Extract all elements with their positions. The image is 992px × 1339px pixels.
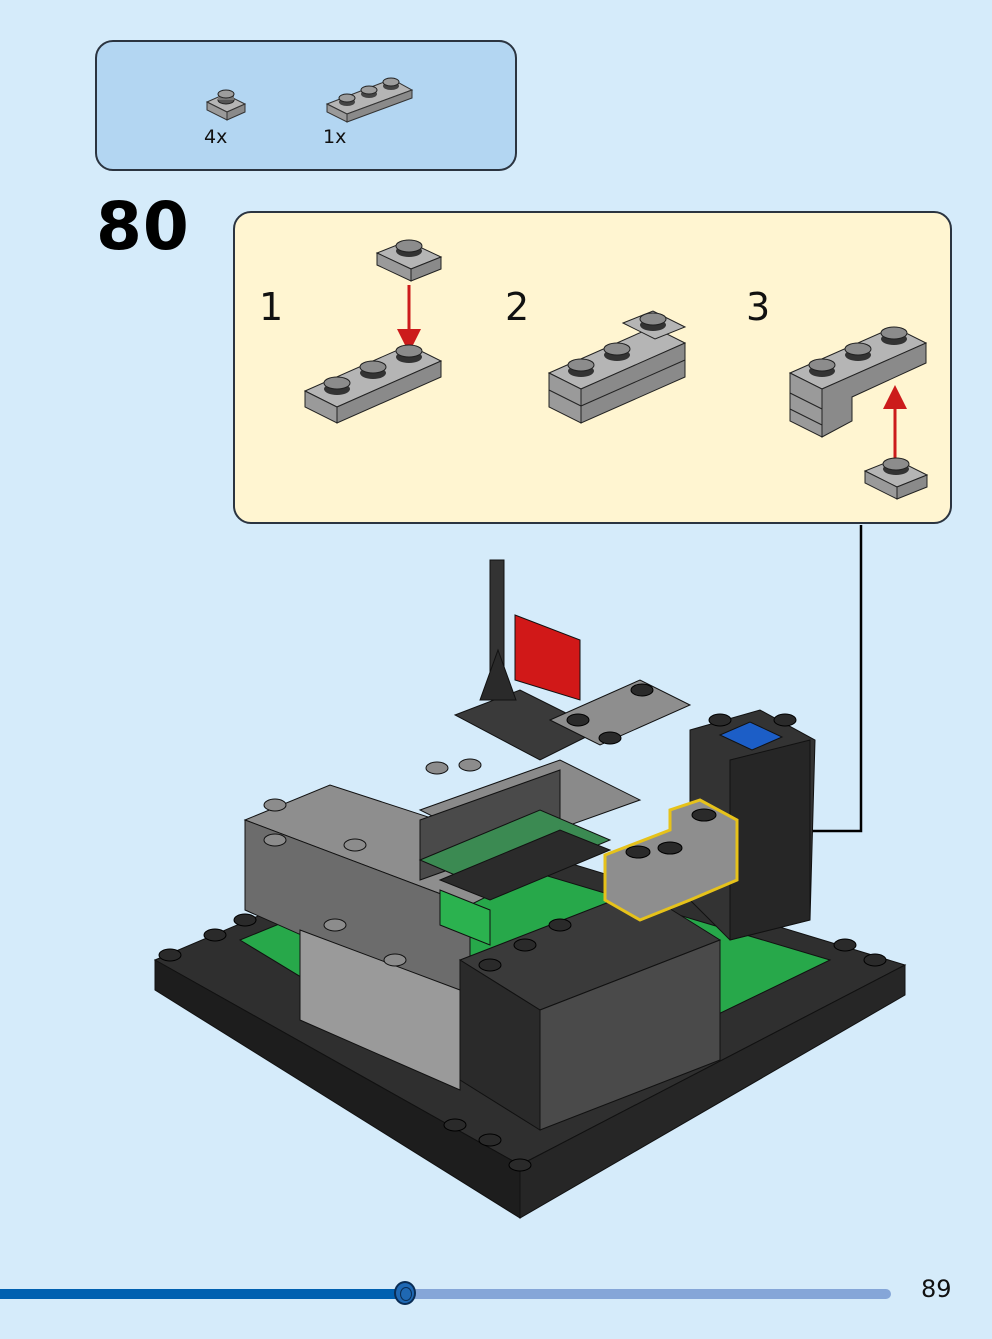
- parts-illustration: [205, 77, 414, 123]
- blue-plate: [718, 721, 784, 751]
- baseplate: [153, 829, 907, 1219]
- substep-number: 2: [505, 285, 530, 329]
- plate-1x3-icon: [325, 77, 414, 123]
- page-number: 89: [921, 1275, 952, 1303]
- highlighted-new-parts: [603, 798, 739, 922]
- substep-3-illustration: [788, 326, 929, 500]
- progress-bar[interactable]: [0, 1289, 891, 1299]
- part-quantity: 1x: [323, 126, 347, 148]
- substep-2-illustration: [547, 310, 687, 424]
- part-quantity: 4x: [204, 126, 228, 148]
- substep-number: 3: [746, 285, 771, 329]
- parts-list-box: 4x 1x: [95, 40, 517, 171]
- model-structure: [243, 559, 816, 1131]
- red-panel: [514, 614, 581, 701]
- gray-studs: [263, 758, 482, 967]
- callout-arrow: [745, 525, 863, 831]
- substep-box: 1 2 3: [233, 211, 952, 524]
- progress-slider-knob[interactable]: [394, 1281, 417, 1305]
- step-number: 80: [96, 188, 190, 265]
- substep-illustrations: [303, 239, 929, 500]
- substep-1-illustration: [303, 239, 443, 424]
- plate-1x1-icon: [205, 89, 247, 121]
- antenna: [489, 559, 505, 691]
- substep-number: 1: [259, 285, 284, 329]
- studs: [158, 683, 887, 1172]
- progress-fill: [0, 1289, 406, 1299]
